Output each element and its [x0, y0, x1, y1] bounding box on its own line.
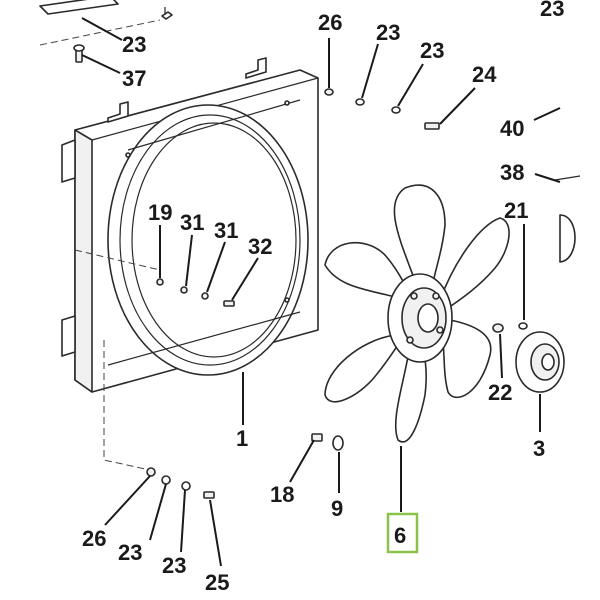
label-3: 3 — [533, 436, 545, 461]
label-19: 19 — [148, 200, 172, 225]
label-32: 32 — [248, 234, 272, 259]
label-18: 18 — [270, 482, 294, 507]
hardware-19-31-32 — [156, 278, 235, 307]
hardware-26-23-23-25 — [146, 467, 215, 499]
label-23-c: 23 — [118, 540, 142, 565]
hardware-26-23-24 — [324, 88, 440, 130]
top-left-bracket — [39, 0, 173, 46]
label-26-top: 26 — [318, 10, 342, 35]
label-1: 1 — [236, 426, 248, 451]
parts-21-22-38 — [492, 175, 581, 333]
label-23-topright: 23 — [540, 0, 564, 21]
centerline-shroud — [74, 249, 161, 271]
label-6-highlight — [386, 512, 419, 554]
fan-shroud — [61, 57, 319, 393]
label-22: 22 — [488, 380, 512, 405]
fan-assembly — [324, 184, 510, 443]
label-26-bottom: 26 — [82, 526, 106, 551]
label-23-d: 23 — [162, 553, 186, 578]
pulley-3 — [515, 331, 565, 393]
leader-lines — [81, 17, 561, 567]
label-31-a: 31 — [180, 210, 204, 235]
label-25: 25 — [205, 570, 229, 595]
hardware-18-9 — [311, 433, 344, 451]
label-31-b: 31 — [214, 218, 238, 243]
centerline-lower — [103, 340, 151, 471]
label-6: 6 — [394, 523, 406, 548]
bolt-37 — [73, 44, 85, 63]
label-21: 21 — [504, 198, 528, 223]
label-23-b: 23 — [420, 38, 444, 63]
label-23-a: 23 — [376, 20, 400, 45]
label-9: 9 — [331, 496, 343, 521]
label-37: 37 — [122, 66, 146, 91]
label-24: 24 — [472, 62, 497, 87]
label-40: 40 — [500, 116, 524, 141]
label-23-topleft: 23 — [122, 32, 146, 57]
label-38: 38 — [500, 160, 524, 185]
